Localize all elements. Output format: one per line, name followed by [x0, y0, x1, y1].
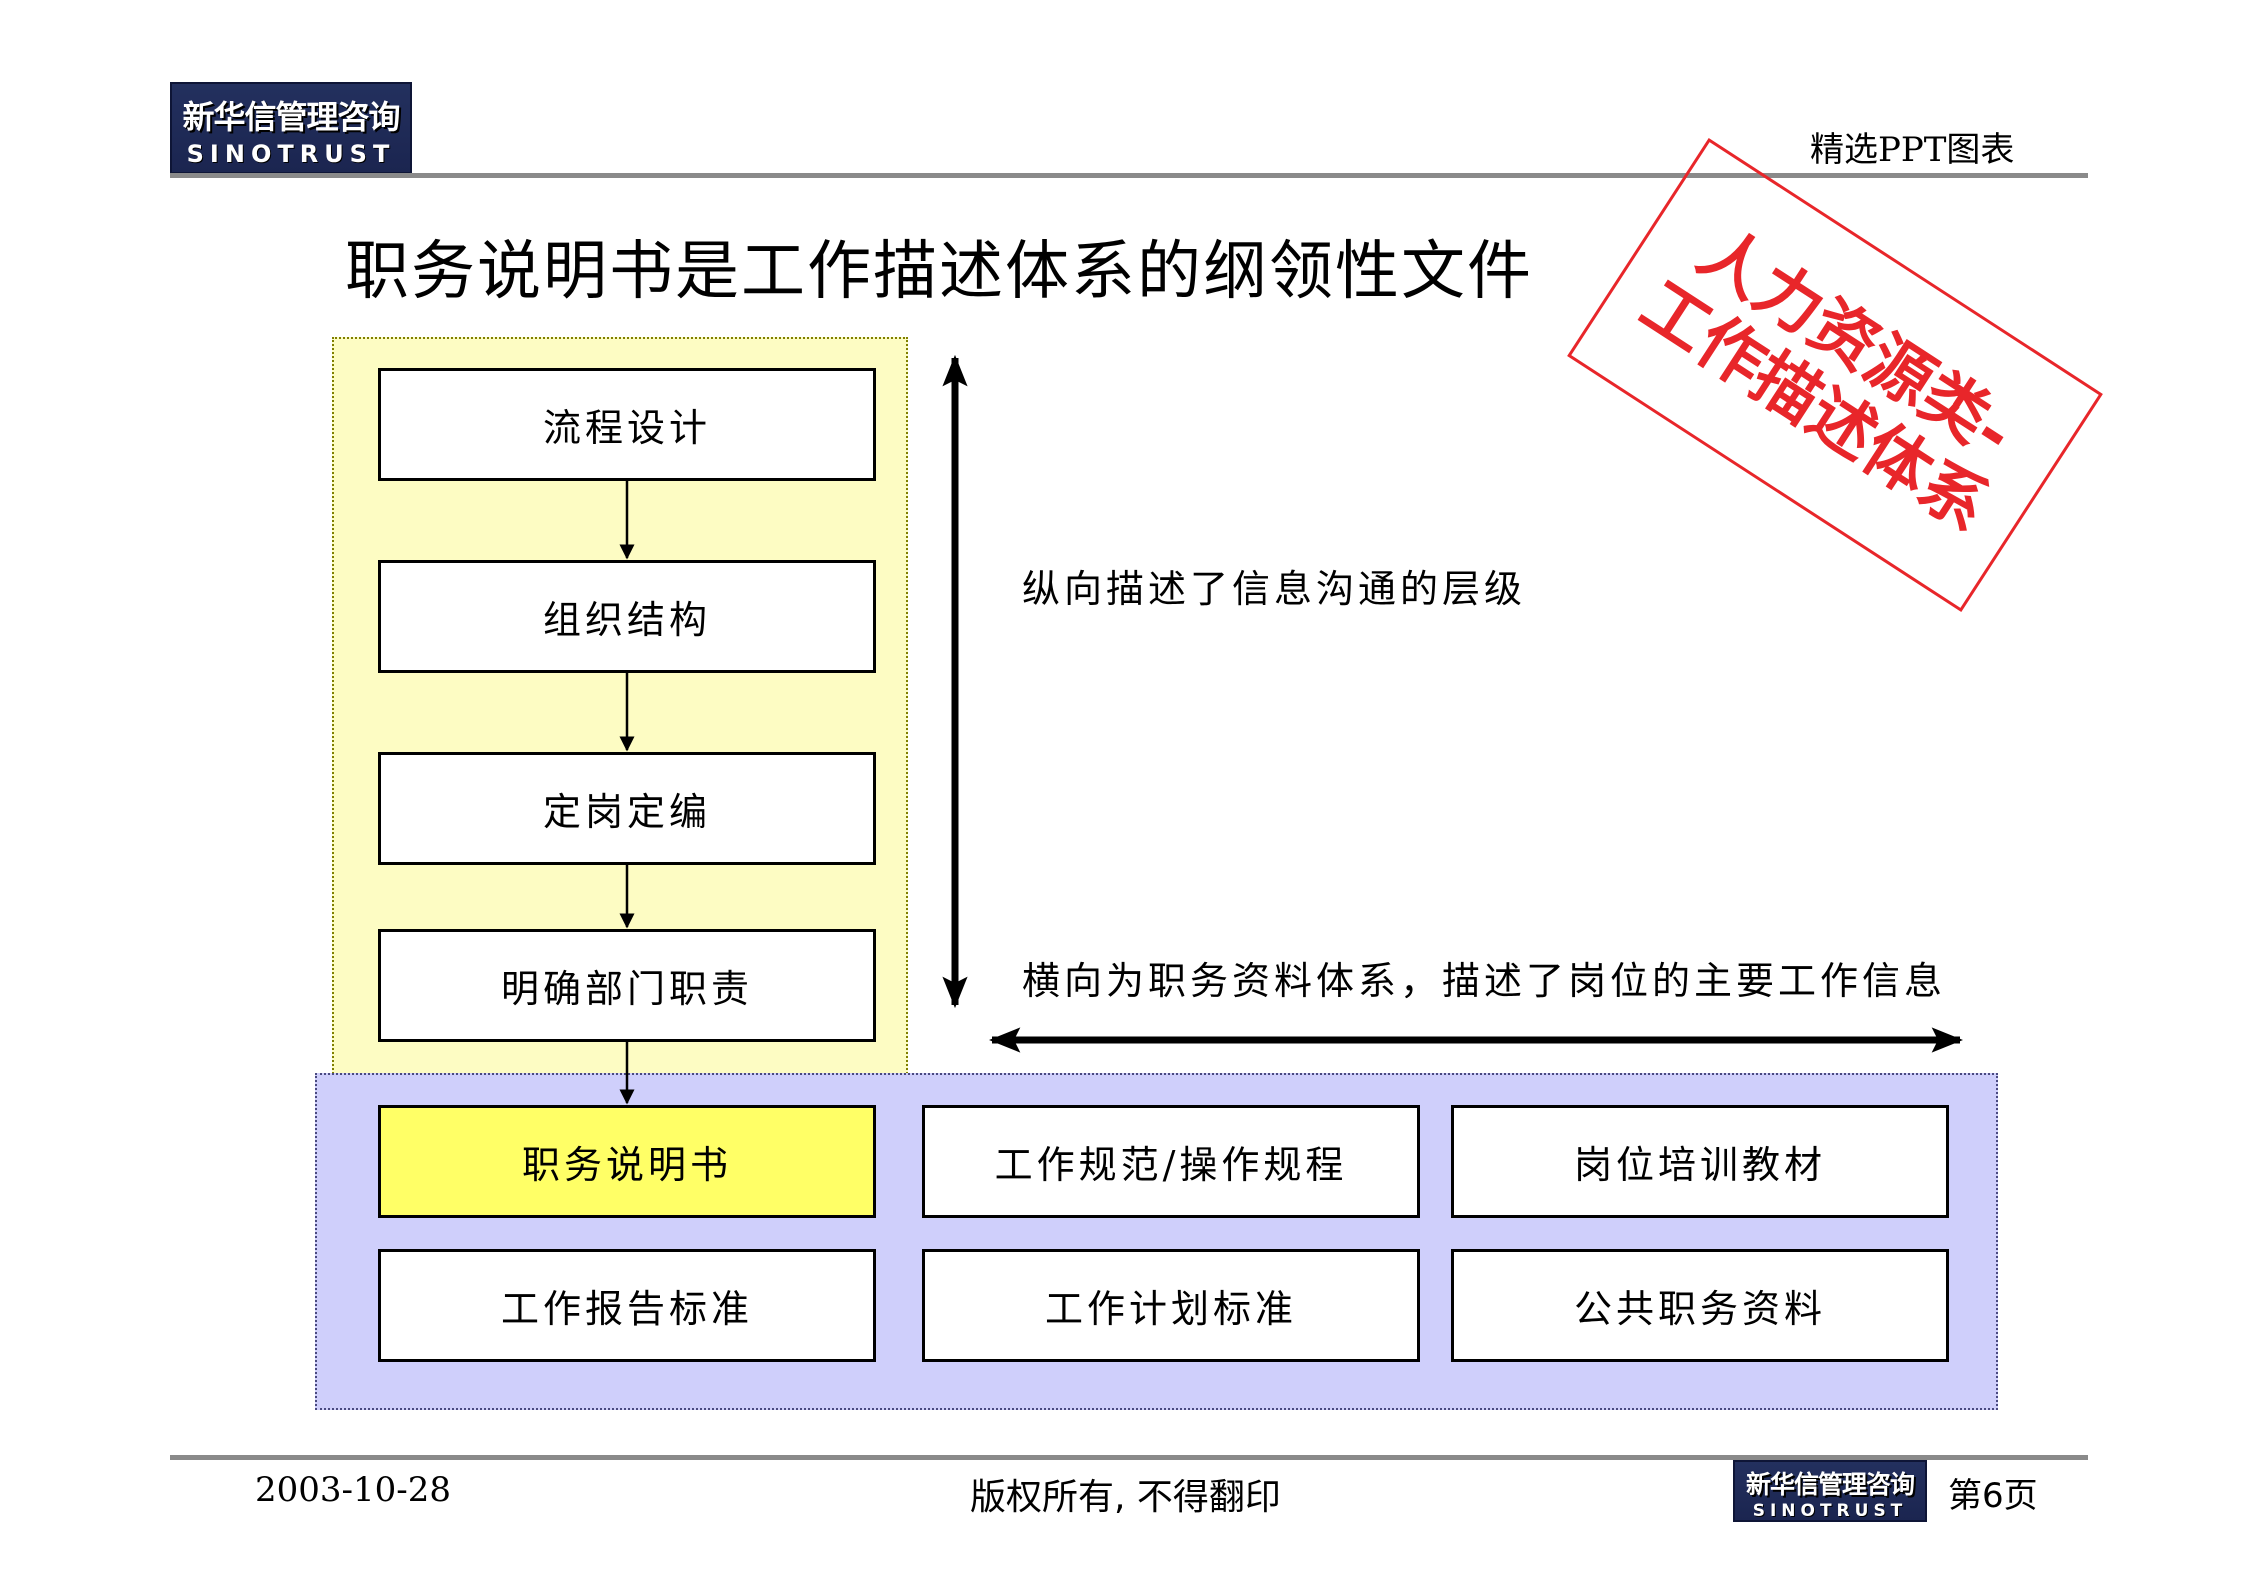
footer-logo-cn: 新华信管理咨询 [1745, 1470, 1915, 1499]
header-logo-en: SINOTRUST [186, 140, 396, 168]
doc-training-material: 岗位培训教材 [1451, 1105, 1949, 1218]
flow-step-org-structure: 组织结构 [378, 560, 876, 673]
footer-rule [170, 1455, 2088, 1460]
footer-logo: 新华信管理咨询 SINOTRUST [1733, 1460, 1927, 1522]
flow-step-process-design: 流程设计 [378, 368, 876, 481]
doc-public-info: 公共职务资料 [1451, 1249, 1949, 1362]
header-logo-cn: 新华信管理咨询 [182, 98, 400, 136]
vertical-annotation: 纵向描述了信息沟通的层级 [1022, 567, 1527, 611]
flow-step-staffing: 定岗定编 [378, 752, 876, 865]
header-logo: 新华信管理咨询 SINOTRUST [170, 82, 412, 174]
doc-job-description: 职务说明书 [378, 1105, 876, 1218]
footer-date: 2003-10-28 [255, 1470, 452, 1510]
flow-step-dept-duties: 明确部门职责 [378, 929, 876, 1042]
footer-logo-en: SINOTRUST [1752, 1501, 1908, 1521]
doc-report-standard: 工作报告标准 [378, 1249, 876, 1362]
footer-copyright: 版权所有, 不得翻印 [970, 1477, 1281, 1518]
header-label: 精选PPT图表 [1810, 130, 2015, 170]
doc-work-spec: 工作规范/操作规程 [922, 1105, 1420, 1218]
horizontal-annotation: 横向为职务资料体系，描述了岗位的主要工作信息 [1022, 959, 1947, 1003]
header-rule [170, 173, 2088, 178]
doc-plan-standard: 工作计划标准 [922, 1249, 1420, 1362]
page-title: 职务说明书是工作描述体系的纲领性文件 [345, 235, 1533, 309]
page-number: 第6页 [1948, 1476, 2038, 1516]
